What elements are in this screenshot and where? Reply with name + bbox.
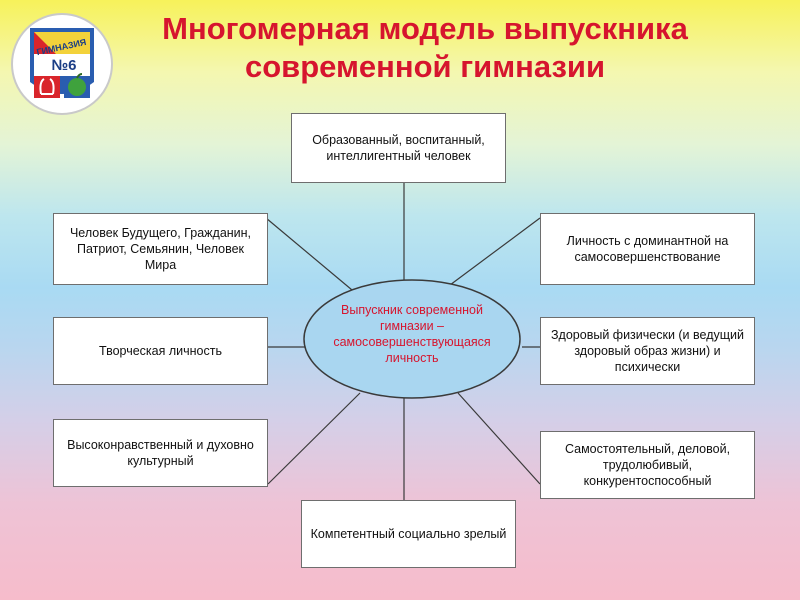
center-ellipse: [303, 279, 521, 399]
slide-title: Многомерная модель выпускника современно…: [70, 10, 780, 86]
connector-upper-left: [265, 217, 359, 296]
title-line-2: современной гимназии: [245, 49, 605, 84]
node-mid-right: Здоровый физически (и ведущий здоровый о…: [540, 317, 755, 385]
logo-number-text: №6: [51, 57, 76, 74]
node-top: Образованный, воспитанный, интеллигентны…: [291, 113, 506, 183]
node-upper-left: Человек Будущего, Гражданин, Патриот, Се…: [53, 213, 268, 285]
connector-upper-right: [449, 217, 541, 286]
school-logo: ГИМНАЗИЯ №6: [11, 13, 113, 115]
node-lower-left: Высоконравственный и духовно культурный: [53, 419, 268, 487]
center-node-text: Выпускник современной гимназии – самосов…: [333, 303, 491, 365]
node-bottom: Компетентный социально зрелый: [301, 500, 516, 568]
title-line-1: Многомерная модель выпускника: [162, 11, 688, 46]
connector-lower-right: [457, 392, 541, 485]
node-mid-left: Творческая личность: [53, 317, 268, 385]
connector-lower-left: [267, 392, 361, 485]
logo-apple-icon: [68, 78, 86, 96]
node-lower-right: Самостоятельный, деловой, трудолюбивый, …: [540, 431, 755, 499]
node-upper-right: Личность с доминантной на самосовершенст…: [540, 213, 755, 285]
